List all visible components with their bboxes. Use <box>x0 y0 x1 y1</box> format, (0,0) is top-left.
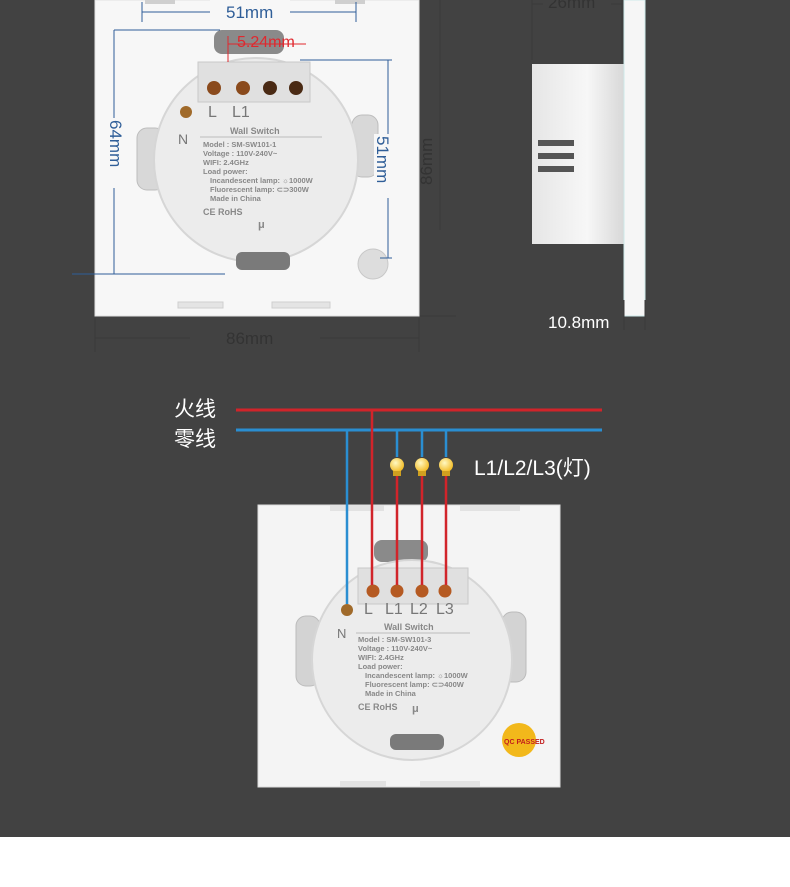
cert-marks-3g: CE RoHS <box>358 702 398 712</box>
switch-1gang-back: L L1 N Wall Switch Model : SM-SW101-1 Vo… <box>94 0 420 317</box>
spec-line-2: WIFI: 2.4GHz <box>203 158 249 167</box>
spec-line-5: Fluorescent lamp: ⊂⊃300W <box>210 185 310 194</box>
terminal-l: L <box>208 104 217 121</box>
micro-mark: μ <box>258 219 265 231</box>
live-wire-label: 火线 <box>174 398 216 421</box>
spec3-line-4: Incandescent lamp: ☼1000W <box>365 671 469 680</box>
side-plate <box>623 0 646 317</box>
switch-side-profile: 26mm 10.8mm <box>531 0 646 332</box>
qc-sticker-text: QC PASSED <box>504 739 545 746</box>
terminal-3g-l: L <box>364 601 373 618</box>
spec3-line-2: WIFI: 2.4GHz <box>358 653 404 662</box>
spec3-line-5: Fluorescent lamp: ⊂⊃400W <box>365 680 465 689</box>
dim-outer-width: 86mm <box>226 329 273 348</box>
dimension-overlays: 51mm 5.24mm 64mm 51mm 86mm <box>72 0 456 352</box>
dim-screw-gap: 5.24mm <box>237 34 295 51</box>
dim-top-height: 64mm <box>106 120 125 167</box>
terminal-3g-n: N <box>337 626 346 641</box>
bulb-icon <box>415 458 429 476</box>
qc-sticker <box>502 723 536 757</box>
bulb-icon <box>439 458 453 476</box>
terminal-3g-l2: L2 <box>410 601 428 618</box>
spec-line-1: Voltage : 110V-240V~ <box>203 149 278 158</box>
wiring-diagram: 火线 零线 L L1 L2 L3 N Wall Switch <box>174 398 602 788</box>
spec-line-4: Incandescent lamp: ☼1000W <box>210 176 314 185</box>
neutral-wire-label: 零线 <box>174 428 216 451</box>
load-label: L1/L2/L3(灯) <box>474 457 591 480</box>
label-3g-title: Wall Switch <box>384 622 434 632</box>
terminal-n: N <box>178 131 188 147</box>
cert-marks: CE RoHS <box>203 207 243 217</box>
spec-line-0: Model : SM-SW101-1 <box>203 140 276 149</box>
spec3-line-0: Model : SM-SW101-3 <box>358 635 431 644</box>
dim-outer-height: 86mm <box>417 138 436 185</box>
dim-plate-thickness: 10.8mm <box>548 313 609 332</box>
spec-line-3: Load power: <box>203 167 248 176</box>
dim-inner-height: 51mm <box>373 136 392 183</box>
spec-line-6: Made in China <box>210 194 262 203</box>
terminal-3g-l3: L3 <box>436 601 454 618</box>
dim-side-depth: 26mm <box>548 0 595 12</box>
terminal-3g-l1: L1 <box>385 601 403 618</box>
micro-mark-3g: μ <box>412 703 419 715</box>
bulb-icon <box>390 458 404 476</box>
terminal-l1: L1 <box>232 104 250 121</box>
spec3-line-3: Load power: <box>358 662 403 671</box>
spec3-line-6: Made in China <box>365 689 417 698</box>
bottom-margin <box>0 837 790 887</box>
dim-top-width: 51mm <box>226 3 273 22</box>
label-title: Wall Switch <box>230 126 280 136</box>
spec3-line-1: Voltage : 110V-240V~ <box>358 644 433 653</box>
